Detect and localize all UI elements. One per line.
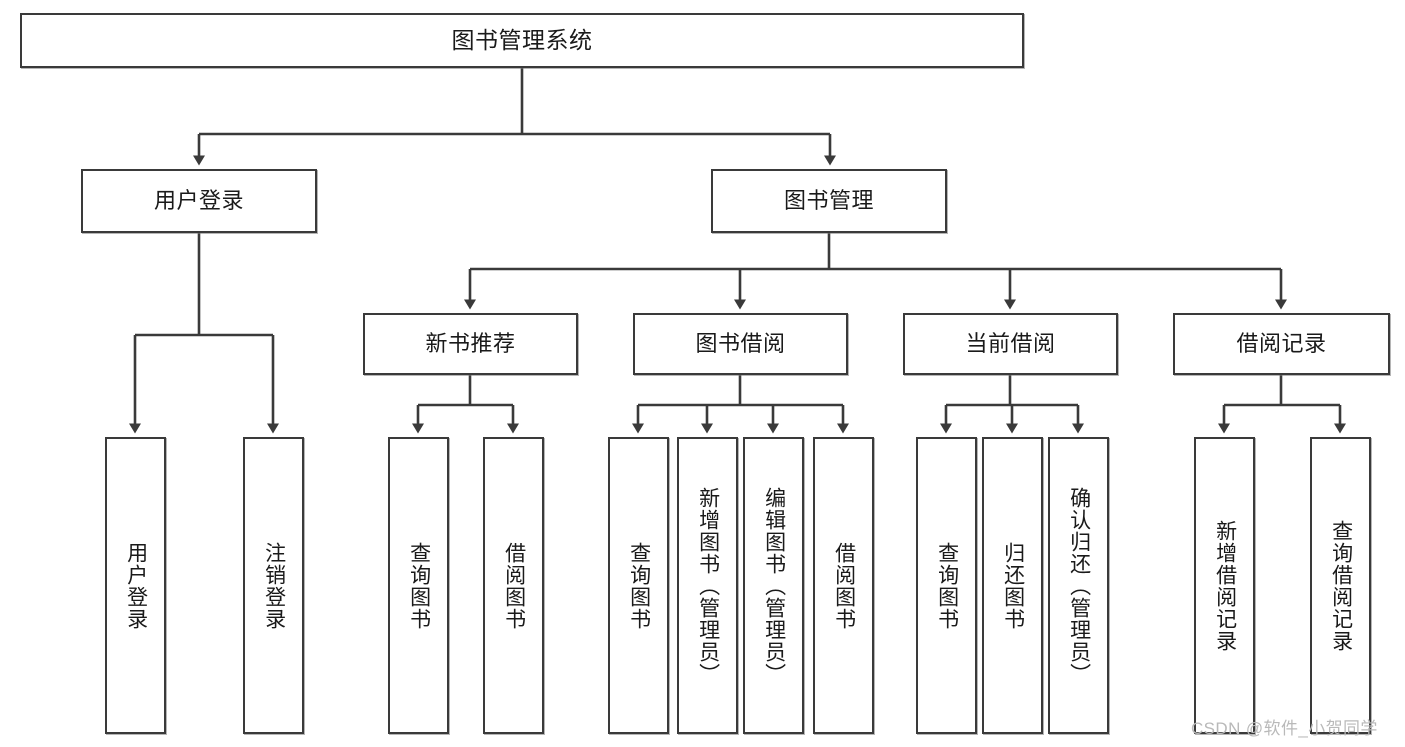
node-label: 借阅图书 [832,541,856,630]
node-label: 新书推荐 [425,331,516,357]
node-label: 查询图书 [935,541,959,630]
node-new-book-recommend[interactable]: 新书推荐 [363,313,578,375]
node-label: 查询借阅记录 [1329,519,1353,652]
node-label: 确认归还（管理员） [1067,486,1091,685]
leaf-add-book-admin[interactable]: 新增图书（管理员） [677,437,738,734]
node-current-borrow[interactable]: 当前借阅 [903,313,1118,375]
leaf-add-borrow-record[interactable]: 新增借阅记录 [1194,437,1255,734]
leaf-user-login[interactable]: 用户登录 [105,437,166,734]
node-label: 图书管理 [783,188,874,214]
leaf-query-borrow-record[interactable]: 查询借阅记录 [1310,437,1371,734]
watermark: CSDN @软件_小贺同学 [1191,719,1378,738]
node-label: 图书借阅 [695,331,786,357]
node-label: 用户登录 [124,541,148,630]
node-root-system[interactable]: 图书管理系统 [20,13,1024,68]
node-book-borrow[interactable]: 图书借阅 [633,313,848,375]
node-label: 用户登录 [153,188,244,214]
node-label: 新增图书（管理员） [696,486,720,685]
leaf-confirm-return-admin[interactable]: 确认归还（管理员） [1048,437,1109,734]
node-label: 查询图书 [407,541,431,630]
leaf-logout[interactable]: 注销登录 [243,437,304,734]
node-label: 借阅记录 [1236,331,1327,357]
node-label: 注销登录 [262,541,286,630]
node-borrow-record[interactable]: 借阅记录 [1173,313,1390,375]
node-user-login[interactable]: 用户登录 [81,169,317,233]
node-label: 查询图书 [627,541,651,630]
node-label: 图书管理系统 [451,26,593,53]
leaf-query-book-recommend[interactable]: 查询图书 [388,437,449,734]
leaf-borrow-book[interactable]: 借阅图书 [813,437,874,734]
node-label: 归还图书 [1001,541,1025,630]
node-label: 新增借阅记录 [1213,519,1237,652]
leaf-query-book-borrow[interactable]: 查询图书 [608,437,669,734]
leaf-query-book-current[interactable]: 查询图书 [916,437,977,734]
leaf-borrow-book-recommend[interactable]: 借阅图书 [483,437,544,734]
node-book-management[interactable]: 图书管理 [711,169,947,233]
node-label: 借阅图书 [502,541,526,630]
node-label: 当前借阅 [965,331,1056,357]
leaf-edit-book-admin[interactable]: 编辑图书（管理员） [743,437,804,734]
node-label: 编辑图书（管理员） [762,486,786,685]
leaf-return-book[interactable]: 归还图书 [982,437,1043,734]
